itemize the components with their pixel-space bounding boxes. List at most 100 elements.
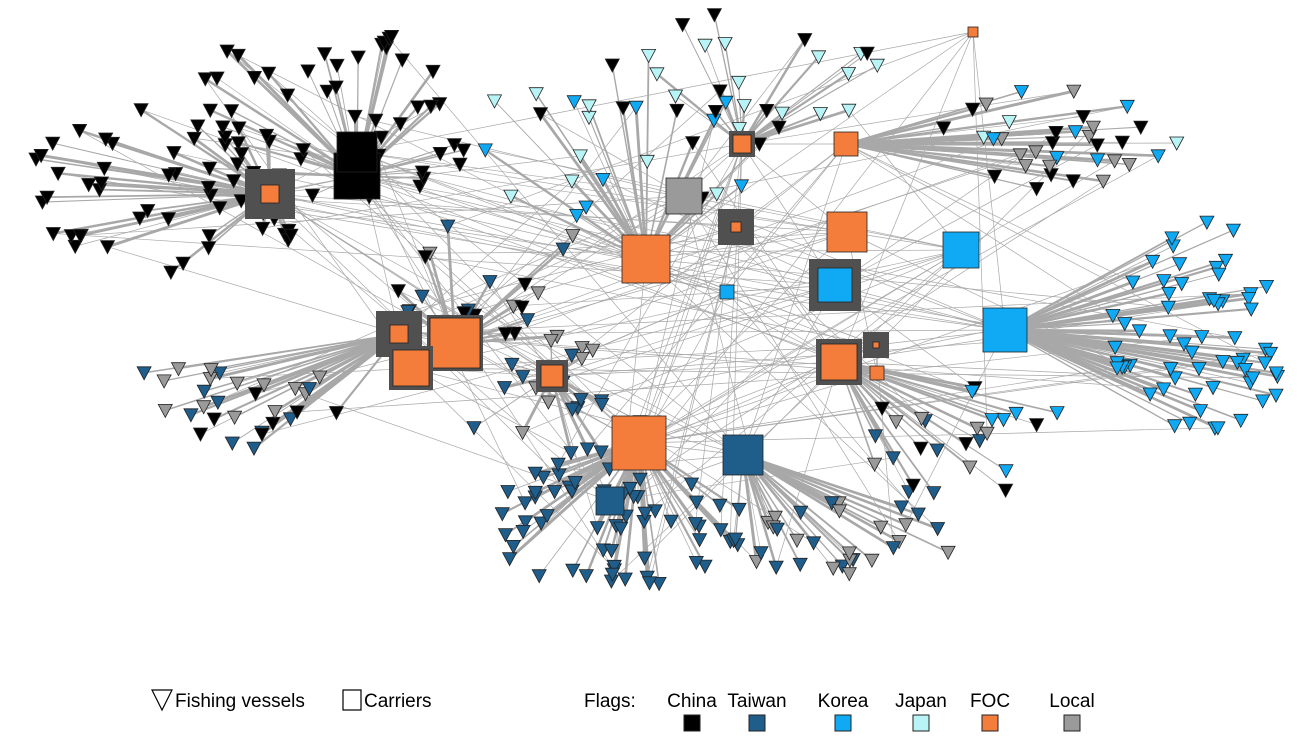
- fishing-vessel-node: [563, 446, 579, 461]
- fishing-vessel-node: [157, 403, 173, 419]
- fishing-vessel-node: [1012, 148, 1028, 163]
- edge: [726, 143, 847, 293]
- fishing-vessel-node: [160, 212, 177, 227]
- fishing-vessel-node: [229, 157, 246, 172]
- fishing-vessel-node: [651, 577, 667, 592]
- fishing-vessel-node: [186, 131, 202, 147]
- fishing-vessel-node: [1008, 406, 1024, 422]
- carrier-node: [722, 434, 764, 476]
- fishing-vessel-node: [1233, 413, 1249, 429]
- edge: [210, 333, 400, 371]
- fishing-vessel-node: [564, 402, 581, 417]
- fishing-vessel-node: [792, 557, 808, 573]
- edge: [683, 195, 900, 542]
- fishing-vessel-node: [789, 533, 805, 549]
- edge: [695, 143, 743, 524]
- fishing-vessel-node: [731, 75, 747, 91]
- fishing-vessel-node: [709, 187, 725, 202]
- edge: [269, 193, 744, 456]
- fishing-vessel-node: [1167, 371, 1183, 386]
- fishing-vessel-node: [641, 576, 658, 591]
- fishing-vessel-node: [727, 532, 744, 547]
- edge: [838, 361, 1017, 415]
- edge: [101, 181, 271, 196]
- fishing-vessel-node: [456, 306, 472, 321]
- fishing-vessel-node: [751, 137, 768, 152]
- fishing-vessel-node: [717, 37, 733, 52]
- fishing-vessel-node: [496, 381, 513, 396]
- legend-shape-carriers: Carriers: [342, 689, 432, 712]
- fishing-vessel-node: [1106, 154, 1123, 169]
- edge: [838, 361, 1176, 379]
- fishing-vessel-node: [527, 485, 543, 501]
- edge: [354, 115, 685, 197]
- fishing-vessel-node: [497, 528, 514, 543]
- fishing-vessel-node: [867, 429, 884, 444]
- fishing-vessel-node: [197, 72, 213, 87]
- fishing-vessel-node: [140, 204, 156, 219]
- edge: [972, 31, 1006, 331]
- fishing-vessel-node: [581, 99, 597, 114]
- fishing-vessel-node: [505, 540, 522, 555]
- fishing-vessel-node: [517, 515, 534, 530]
- fishing-vessel-node: [170, 362, 187, 377]
- fishing-vessel-node: [1205, 381, 1221, 396]
- fishing-vessel-node: [260, 66, 277, 81]
- fishing-vessel-node: [841, 546, 858, 561]
- fishing-vessel-node: [1176, 337, 1192, 352]
- edge: [645, 258, 877, 346]
- fishing-vessel-node: [1109, 361, 1125, 376]
- carrier-node: [389, 324, 409, 344]
- fishing-vessel-node: [183, 408, 199, 423]
- edge: [485, 149, 962, 251]
- fishing-vessel-node: [697, 38, 713, 54]
- fishing-vessel-node: [226, 410, 243, 426]
- fishing-vessel-node: [812, 107, 829, 122]
- fishing-vessel-node: [1105, 308, 1121, 324]
- edge: [845, 143, 1266, 364]
- fishing-vessel-node: [569, 208, 585, 224]
- fishing-vessel-node: [209, 71, 225, 86]
- fishing-vessel-node: [1229, 355, 1245, 371]
- edge: [107, 246, 400, 335]
- legend-flag-label-taiwan: Taiwan: [727, 691, 786, 712]
- fishing-vessel-node: [713, 523, 729, 538]
- fishing-vessel-node: [175, 256, 191, 271]
- legend-flag-label-japan: Japan: [895, 691, 947, 712]
- carrier-node: [730, 221, 742, 233]
- fishing-vessel-node: [210, 395, 226, 411]
- edge: [592, 291, 728, 351]
- fishing-vessel-node: [50, 166, 66, 182]
- edge: [742, 143, 847, 456]
- edge: [356, 151, 848, 233]
- fishing-vessel-node: [33, 148, 49, 164]
- fishing-vessel-node: [392, 117, 409, 132]
- edge: [410, 249, 962, 369]
- fishing-vessel-node: [674, 18, 691, 33]
- fishing-vessel-node: [687, 517, 704, 532]
- fishing-vessel-node: [1117, 317, 1133, 332]
- fishing-vessel-node: [1210, 421, 1226, 436]
- fishing-vessel-node: [926, 486, 942, 501]
- fishing-vessel-node: [1245, 371, 1261, 386]
- edge: [644, 249, 962, 514]
- fishing-vessel-node: [565, 563, 581, 579]
- fishing-vessel-node: [246, 441, 262, 456]
- fishing-vessel-node: [1114, 135, 1130, 151]
- fishing-vessel-node: [1194, 330, 1210, 345]
- carrier-node: [392, 349, 430, 387]
- fishing-vessel-node: [893, 500, 910, 515]
- fishing-vessel-node: [410, 100, 426, 115]
- edge: [638, 352, 1271, 444]
- edge: [845, 143, 1134, 283]
- edge: [638, 249, 962, 444]
- carrier-node: [611, 415, 667, 471]
- fishing-vessel-node: [486, 94, 503, 109]
- edge: [634, 107, 648, 260]
- fishing-vessel-node: [329, 58, 345, 74]
- fishing-vessel-node: [254, 427, 270, 443]
- carrier-node: [719, 284, 735, 300]
- fishing-vessel-node: [640, 49, 657, 64]
- fishing-vessel-node: [200, 241, 217, 256]
- fishing-vessel-node: [1174, 277, 1190, 292]
